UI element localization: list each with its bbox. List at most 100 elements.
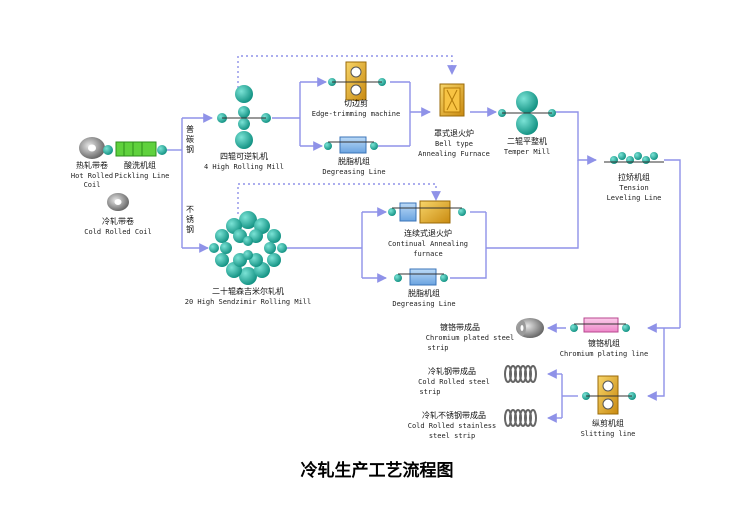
chromium-cn: 镀铬机组 [588, 338, 620, 348]
roll-icon [277, 243, 287, 253]
roll-icon [239, 211, 257, 229]
hot-coil-cn: 热轧带卷 [76, 160, 108, 170]
roll-icon [220, 242, 232, 254]
spring-coil-icon [504, 365, 537, 383]
slitting-cn: 纵剪机组 [592, 418, 624, 428]
prod-chrome-en-2: strip [427, 344, 448, 352]
branch-stainless-char-2: 锈 [186, 214, 194, 224]
pickling-cn: 酸洗机组 [124, 160, 156, 170]
degrease1-cn: 脱脂机组 [338, 156, 370, 166]
product-stainless-node: 冷轧不锈钢带成品 Cold Rolled stainless steel str… [408, 409, 537, 440]
temper-en: Temper Mill [504, 148, 550, 156]
roll-icon [243, 236, 253, 246]
bell-cn: 罩式退火炉 [434, 128, 474, 138]
roll-icon [209, 243, 219, 253]
flow-lines [166, 55, 681, 423]
prod-cold-cn: 冷轧钢带成品 [428, 366, 476, 376]
slitting-en: Slitting line [581, 430, 636, 438]
roll-icon [215, 229, 229, 243]
sendzimir-mill-node: 二十辊森吉米尔轧机 20 High Sendzimir Rolling Mill [185, 211, 311, 306]
edge-trim-en: Edge-trimming machine [312, 110, 401, 118]
sendzimir-mill-icon [209, 211, 287, 285]
cold-coil-en: Cold Rolled Coil [84, 228, 151, 236]
sendzimir-en: 20 High Sendzimir Rolling Mill [185, 298, 311, 306]
edge-trimming-node: 切边剪 Edge-trimming machine [312, 61, 401, 118]
temper-mill-node: 二辊平整机 Temper Mill [498, 91, 556, 156]
chromium-en: Chromium plating line [560, 350, 649, 358]
degreasing-line-icon [394, 268, 448, 286]
branch-ordinary-char-3: 钢 [186, 144, 194, 154]
cold-rolled-coil-node: 冷轧带卷 Cold Rolled Coil [84, 193, 152, 236]
continuous-cn: 连续式退火炉 [404, 228, 452, 238]
sendzimir-cn: 二十辊森吉米尔轧机 [212, 286, 284, 296]
degrease2-en: Degreasing Line [392, 300, 455, 308]
hot-coil-en-1: Hot Rolled [71, 172, 113, 180]
spring-coil-icon [504, 409, 537, 427]
bell-furnace-icon [439, 83, 465, 117]
slitter-icon [582, 375, 636, 415]
coil-icon [516, 318, 544, 338]
roll-icon [239, 267, 257, 285]
coil-turn-icon [529, 409, 537, 427]
four-high-mill-node: 四辊可逆轧机 4 High Rolling Mill [204, 85, 284, 171]
prod-stainless-en-2: steel strip [429, 432, 475, 440]
prod-stainless-en-1: Cold Rolled stainless [408, 422, 497, 430]
bell-en-2: Annealing Furnace [418, 150, 490, 158]
coil-icon [107, 193, 129, 211]
branch-stainless-char-1: 不 [186, 205, 194, 214]
continuous-en-2: furnace [413, 250, 443, 258]
prod-stainless-cn: 冷轧不锈钢带成品 [422, 410, 486, 420]
pickling-line-icon [103, 141, 167, 157]
temper-cn: 二辊平整机 [507, 136, 547, 146]
coil-icon [79, 137, 105, 159]
branch-ordinary-steel-label: 普 碳 钢 [186, 124, 194, 154]
prod-chrome-cn: 镀铬带成品 [440, 322, 480, 332]
branch-ordinary-char-1: 普 [186, 124, 194, 134]
roll-icon [267, 229, 281, 243]
rolling-mill-icon [217, 85, 271, 149]
diagram-title: 冷轧生产工艺流程图 [301, 460, 454, 481]
product-cold-rolled-node: 冷轧钢带成品 Cold Rolled steel strip [418, 365, 537, 396]
branch-stainless-steel-label: 不 锈 钢 [186, 205, 194, 234]
degreasing-line-1-node: 脱脂机组 Degreasing Line [322, 136, 386, 176]
branch-stainless-char-3: 钢 [186, 224, 194, 234]
bell-furnace-node: 罩式退火炉 Bell type Annealing Furnace [418, 83, 490, 158]
roll-icon [264, 242, 276, 254]
hot-coil-en-2: Coil [84, 181, 101, 189]
branch-ordinary-char-2: 碳 [186, 134, 194, 144]
edge-trimmer-icon [328, 61, 386, 101]
prod-cold-en-1: Cold Rolled steel [418, 378, 490, 386]
tension-leveling-node: 拉矫机组 Tension Leveling Line [604, 152, 664, 202]
four-high-en: 4 High Rolling Mill [204, 163, 284, 171]
degrease2-cn: 脱脂机组 [408, 288, 440, 298]
slitting-node: 纵剪机组 Slitting line [581, 375, 636, 438]
pickling-en: Pickling Line [115, 172, 170, 180]
four-high-cn: 四辊可逆轧机 [220, 151, 268, 161]
plating-line-icon [570, 317, 630, 333]
roll-icon [267, 253, 281, 267]
edge-trim-cn: 切边剪 [344, 98, 368, 108]
roll-icon [243, 250, 253, 260]
degrease1-en: Degreasing Line [322, 168, 385, 176]
hot-rolled-coil-node: 热轧带卷 Hot Rolled Coil [71, 137, 113, 189]
continuous-annealing-node: 连续式退火炉 Continual Annealing furnace [388, 200, 468, 258]
tension-en-2: Leveling Line [607, 194, 662, 202]
continuous-en-1: Continual Annealing [388, 240, 468, 248]
temper-mill-icon [498, 91, 556, 135]
chromium-plating-node: 镀铬机组 Chromium plating line [560, 317, 649, 358]
degreasing-line-2-node: 脱脂机组 Degreasing Line [392, 268, 456, 308]
bell-en-1: Bell type [435, 140, 473, 148]
product-chromium-node: 镀铬带成品 Chromium plated steel strip [426, 318, 544, 352]
degreasing-line-icon [324, 136, 378, 154]
prod-cold-en-2: strip [419, 388, 440, 396]
tension-en-1: Tension [619, 184, 649, 192]
cold-coil-cn: 冷轧带卷 [102, 216, 134, 226]
coil-turn-icon [529, 365, 537, 383]
tension-cn: 拉矫机组 [618, 172, 650, 182]
annealing-furnace-icon [388, 200, 466, 224]
prod-chrome-en-1: Chromium plated steel [426, 334, 515, 342]
tension-leveler-icon [604, 152, 664, 164]
roll-icon [215, 253, 229, 267]
pickling-line-node: 酸洗机组 Pickling Line [103, 141, 170, 180]
